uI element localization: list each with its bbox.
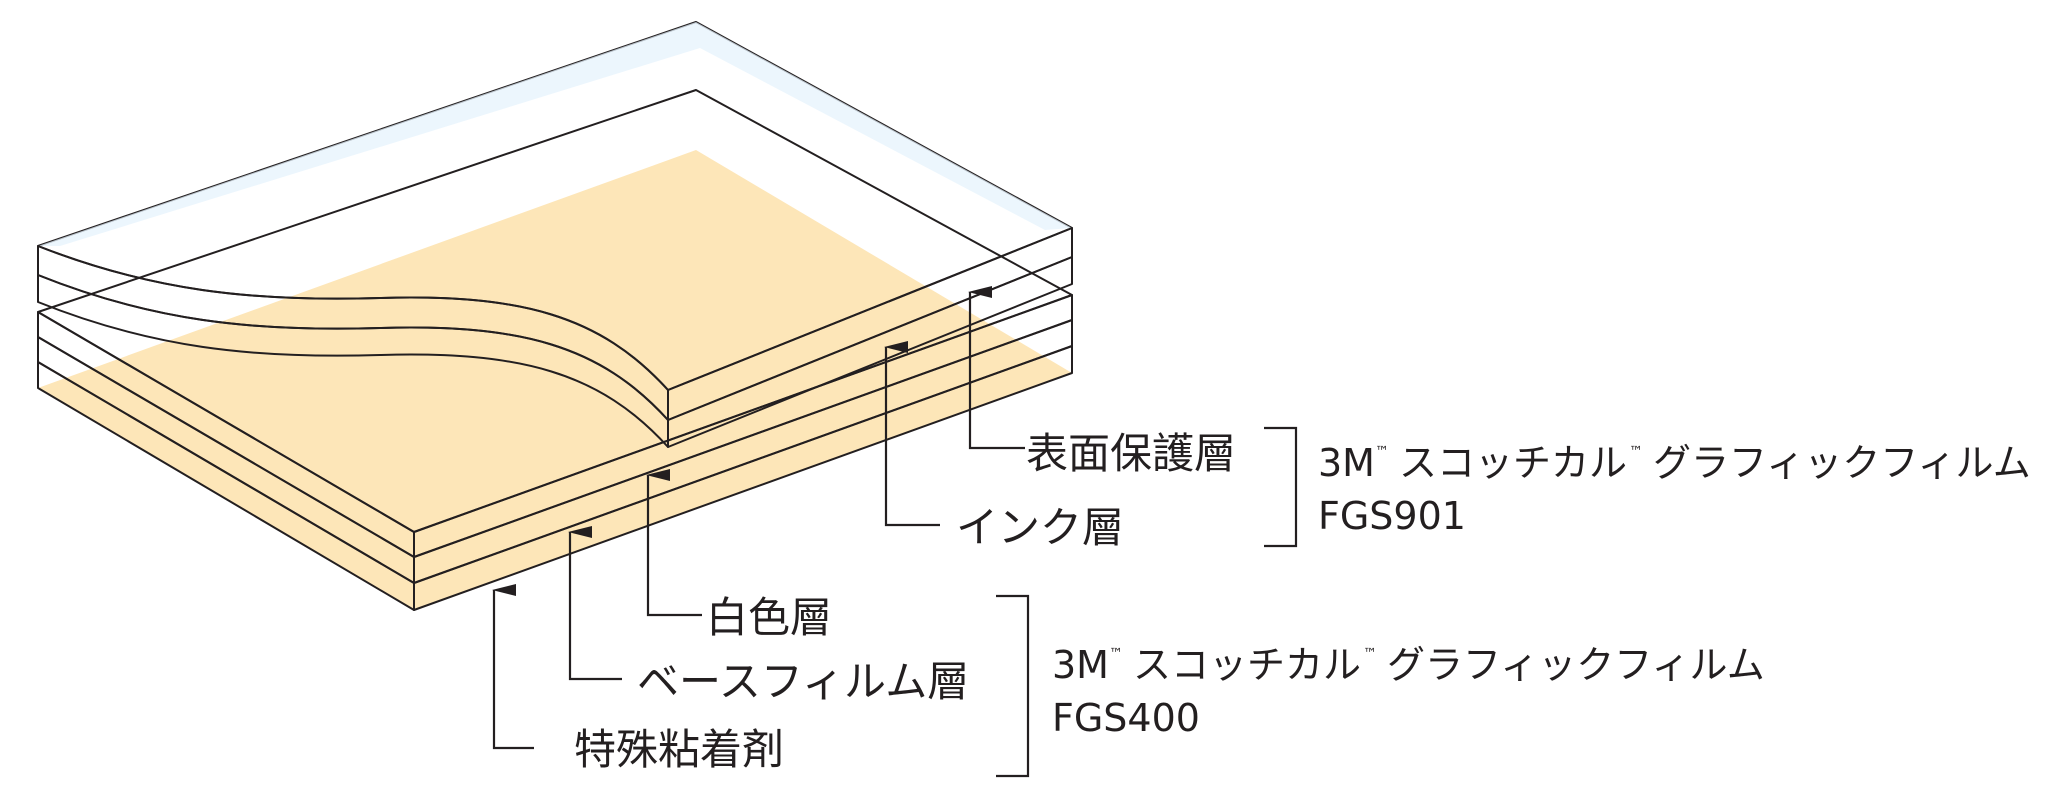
label-adhesive: 特殊粘着剤 [574,725,784,774]
white-layer [37,89,1073,558]
leader-ink [884,341,940,527]
leader-base [568,526,622,681]
surface-protection-layer [37,21,1073,421]
leader-surface [968,286,1025,450]
layer-labels: 表面保護層 インク層 白色層 ベースフィルム層 特殊粘着剤 [574,429,1236,774]
bracket-fgs400 [996,594,1030,778]
label-ink-layer: インク層 [956,503,1124,552]
white-right-face [413,294,1073,558]
leader-adhesive [492,584,534,750]
product-fgs400-model: FGS400 [1052,696,1200,740]
leader-white [646,469,702,617]
adhesive-layer [37,150,1073,611]
label-white-layer: 白色層 [706,593,832,642]
leader-lines [492,286,1025,750]
product-fgs901-model: FGS901 [1318,494,1466,538]
label-surface-protection: 表面保護層 [1026,429,1236,478]
bracket-fgs901 [1264,426,1298,548]
surface-clear-rim [38,22,1072,246]
label-base-film-layer: ベースフィルム層 [637,657,969,706]
surface-right-face [667,227,1073,421]
